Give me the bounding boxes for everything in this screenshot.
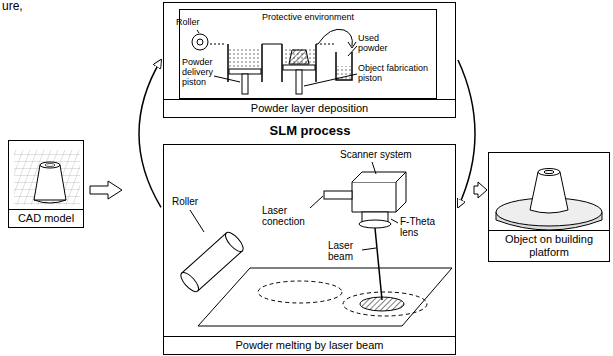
melting-drawing	[178, 162, 452, 326]
part-label: Roller	[172, 196, 212, 207]
part-label: Scanner system	[340, 149, 430, 160]
part-label: Laser beam	[328, 240, 362, 262]
cycle-arrow	[139, 60, 161, 207]
box-label: Powder layer deposition	[164, 99, 455, 117]
part-label: Laser conection	[262, 205, 312, 227]
part-label: Object fabrication piston	[358, 64, 432, 84]
process-box: Powder melting by laser beam	[163, 144, 456, 355]
box-label: Powder melting by laser beam	[164, 336, 455, 354]
flow-arrow	[474, 182, 487, 198]
process-title: SLM process	[255, 124, 365, 138]
text-fragment: ure,	[2, 0, 42, 13]
flow-arrow	[90, 181, 122, 199]
cad-drawing	[14, 150, 80, 205]
part-label: Roller	[176, 18, 216, 28]
part-label: Used powder	[358, 34, 402, 54]
cycle-arrow	[458, 60, 475, 207]
cad-box: CAD model	[8, 140, 84, 228]
box-label: Object on building platform	[489, 230, 609, 261]
environment-box: Protective environment	[179, 9, 437, 99]
box-label: Protective environment	[180, 10, 436, 25]
part-label: Powder delivery piston	[182, 58, 226, 88]
result-box: Object on building platform	[488, 152, 610, 262]
object-drawing	[496, 169, 602, 231]
box-label: CAD model	[9, 209, 83, 227]
deposition-drawing	[192, 29, 357, 94]
part-label: F-Theta lens	[400, 216, 452, 238]
